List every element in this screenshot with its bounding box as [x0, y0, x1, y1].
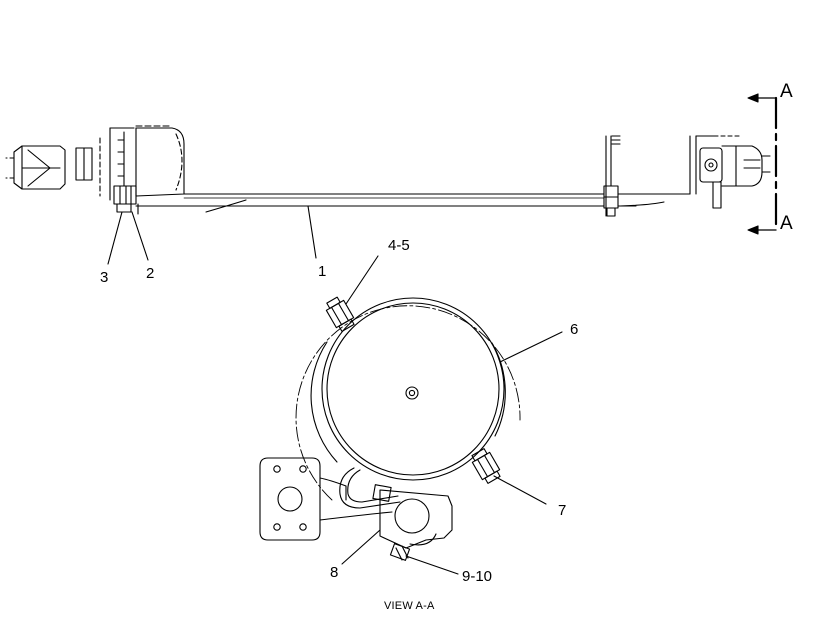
leader-8	[341, 529, 381, 565]
left-hose-end	[5, 145, 93, 190]
right-fitting	[689, 135, 771, 209]
callout-8: 8	[330, 564, 338, 581]
left-elbow-housing	[99, 125, 185, 215]
callout-3: 3	[100, 269, 108, 286]
inner-disc	[405, 386, 419, 400]
leader-1	[307, 205, 317, 259]
section-marker-bottom: A	[780, 213, 793, 234]
upper-clamp-bolt	[325, 296, 355, 332]
leader-3	[107, 211, 123, 265]
callout-9-10: 9-10	[462, 568, 492, 585]
callout-6: 6	[570, 321, 578, 338]
leader-6	[499, 331, 563, 363]
leader-2	[131, 211, 149, 261]
clamp-band	[310, 297, 506, 481]
view-caption: VIEW A-A	[384, 600, 435, 612]
section-line-a-a	[747, 93, 778, 235]
main-tube	[135, 193, 691, 213]
callout-2: 2	[146, 265, 154, 282]
callout-1: 1	[318, 263, 326, 280]
tube-clip-bracket	[603, 135, 621, 217]
leader-7	[493, 475, 547, 505]
dash-dot-outline	[295, 305, 521, 501]
side-view-assembly	[5, 93, 778, 265]
mounting-plate	[259, 457, 321, 541]
leader-4-5	[345, 255, 379, 305]
lower-clamp-bolt	[471, 448, 501, 484]
section-marker-top: A	[780, 81, 793, 102]
leader-9-10	[405, 555, 459, 575]
section-view-a-a	[259, 255, 563, 575]
callout-4-5: 4-5	[388, 237, 410, 254]
callout-7: 7	[558, 502, 566, 519]
tube-bracket	[319, 467, 453, 561]
